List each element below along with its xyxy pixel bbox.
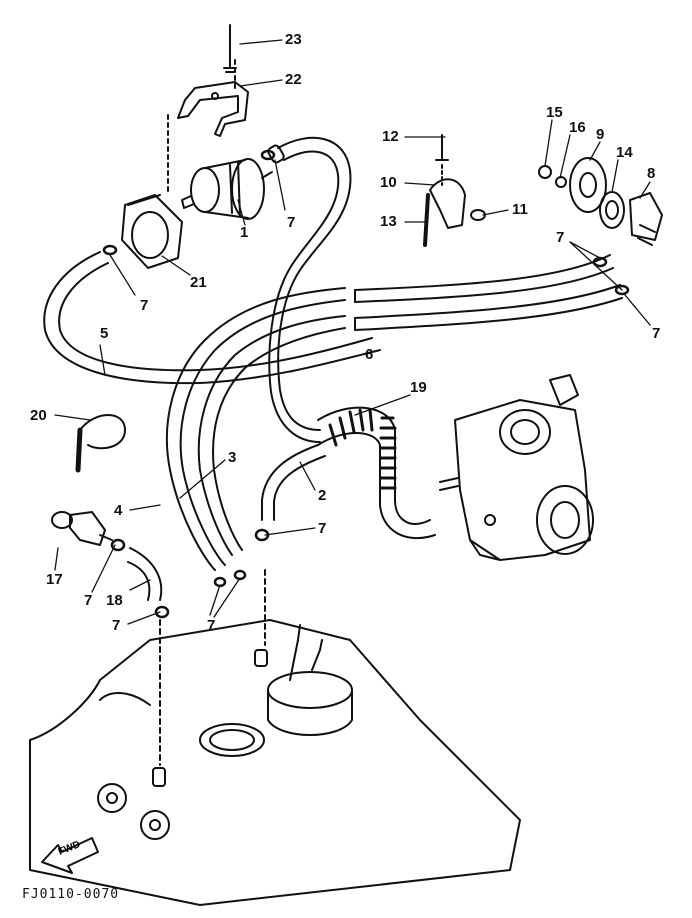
leader-lines bbox=[54, 39, 651, 625]
callout-2: 2 bbox=[318, 487, 327, 504]
callout-4: 4 bbox=[114, 502, 123, 519]
carburetor bbox=[439, 374, 594, 561]
filter-holder bbox=[121, 194, 183, 269]
fuel-tank bbox=[29, 619, 521, 906]
mount-bracket bbox=[177, 24, 249, 137]
callout-1: 1 bbox=[240, 224, 249, 241]
callout-3: 3 bbox=[228, 449, 237, 466]
clamp-assembly bbox=[423, 134, 486, 247]
drawing-code: FJ0110-0070 bbox=[22, 887, 120, 902]
forward-arrow bbox=[41, 837, 99, 874]
check-valve bbox=[51, 511, 113, 546]
callout-7-pump: 7 bbox=[556, 229, 565, 246]
callout-15: 15 bbox=[546, 104, 563, 121]
callout-14: 14 bbox=[616, 144, 633, 161]
callout-7-right: 7 bbox=[652, 325, 661, 342]
callout-22: 22 bbox=[285, 71, 302, 88]
callout-7-mid: 7 bbox=[318, 520, 327, 537]
callout-5: 5 bbox=[100, 325, 109, 342]
callout-12: 12 bbox=[382, 128, 399, 145]
callout-11: 11 bbox=[512, 201, 528, 218]
callout-13: 13 bbox=[380, 213, 397, 230]
callout-16: 16 bbox=[569, 119, 586, 136]
hose-18 bbox=[127, 547, 163, 601]
hose-19 bbox=[317, 406, 436, 540]
callout-21: 21 bbox=[190, 274, 207, 291]
callout-23: 23 bbox=[285, 31, 302, 48]
callout-7-left: 7 bbox=[140, 297, 149, 314]
callout-9: 9 bbox=[596, 126, 605, 143]
hose-6 bbox=[267, 136, 352, 443]
fuel-filter bbox=[181, 158, 273, 220]
callout-17: 17 bbox=[46, 571, 63, 588]
callout-19: 19 bbox=[410, 379, 427, 396]
callout-8: 8 bbox=[647, 165, 656, 182]
hose-clips bbox=[102, 149, 630, 619]
callout-7-valve: 7 bbox=[84, 592, 93, 609]
callout-18: 18 bbox=[106, 592, 123, 609]
hose-2 bbox=[261, 444, 319, 521]
hose-bundle bbox=[165, 254, 623, 571]
callout-7-filter: 7 bbox=[287, 214, 296, 231]
callout-6: 6 bbox=[365, 346, 374, 363]
callout-10: 10 bbox=[380, 174, 397, 191]
callout-7-hose: 7 bbox=[112, 617, 121, 634]
callout-20: 20 bbox=[30, 407, 47, 424]
callout-7-tank: 7 bbox=[207, 617, 216, 634]
band-clamp bbox=[75, 414, 126, 473]
